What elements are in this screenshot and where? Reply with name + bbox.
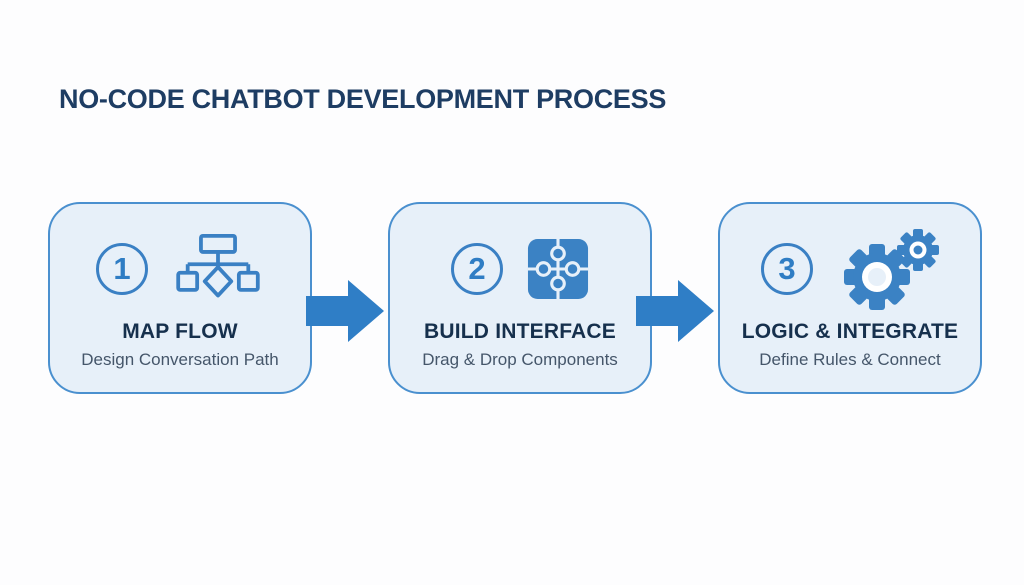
step-card-logic-integrate: 3 <box>718 202 982 394</box>
step-card-build-interface: 2 BUILD INTERFACE Drag & Drop Components <box>388 202 652 394</box>
page-title: NO-CODE CHATBOT DEVELOPMENT PROCESS <box>59 84 667 114</box>
step-subtitle: Design Conversation Path <box>81 350 279 369</box>
step-heading: BUILD INTERFACE <box>424 320 616 343</box>
puzzle-icon <box>527 238 589 300</box>
arrow-right-icon <box>636 278 714 349</box>
step-card-top-row: 3 <box>761 226 939 312</box>
step-card-top-row: 2 <box>451 226 589 312</box>
step-heading: MAP FLOW <box>122 320 238 343</box>
step-subtitle: Drag & Drop Components <box>422 350 618 369</box>
step-number-badge: 1 <box>96 243 148 295</box>
gears-icon <box>837 227 939 311</box>
step-number-badge: 3 <box>761 243 813 295</box>
step-heading: LOGIC & INTEGRATE <box>741 320 959 343</box>
step-card-map-flow: 1 MAP FLOW Design Conversation Path <box>48 202 312 394</box>
step-number-badge: 2 <box>451 243 503 295</box>
step-subtitle: Define Rules & Connect <box>759 350 941 369</box>
flowchart-icon <box>172 233 264 305</box>
arrow-right-icon <box>306 278 384 349</box>
step-card-top-row: 1 <box>96 226 264 312</box>
